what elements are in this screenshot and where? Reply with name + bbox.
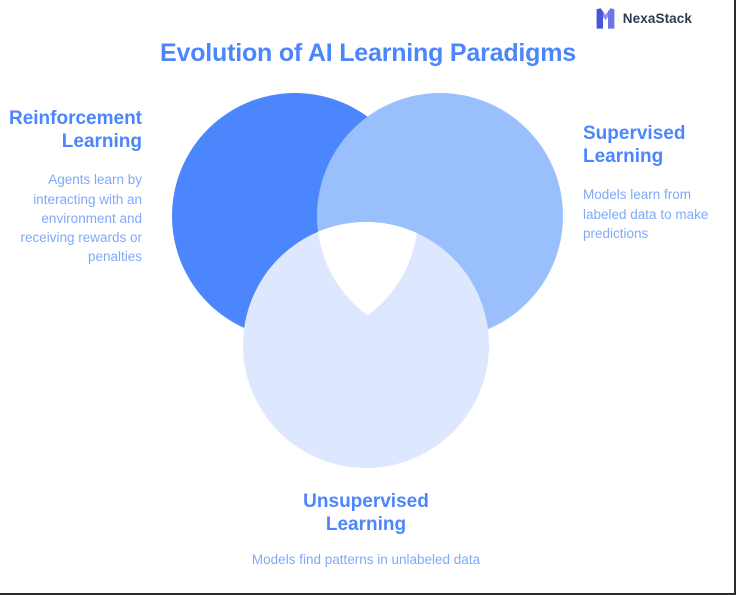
page-title: Evolution of AI Learning Paradigms: [160, 39, 576, 67]
venn-label-supervised-heading: Supervised Learning: [583, 122, 736, 168]
venn-label-reinforcement-heading-line1: Reinforcement: [8, 108, 142, 129]
venn-label-unsupervised-description: Models find patterns in unlabeled data: [251, 552, 481, 568]
venn-label-reinforcement-heading-line2: Learning: [61, 131, 142, 153]
venn-label-unsupervised: Unsupervised Learning Models find patter…: [243, 490, 489, 570]
brand-name: NexaStack: [622, 11, 692, 26]
venn-label-supervised-heading-line1: Supervised: [583, 123, 686, 144]
venn-label-unsupervised-heading-line1: Unsupervised: [303, 491, 429, 512]
venn-circle-unsupervised: [243, 222, 489, 468]
venn-label-reinforcement-description: Agents learn by interacting with an envi…: [20, 172, 142, 264]
venn-label-unsupervised-heading-line2: Learning: [325, 514, 407, 536]
nexastack-logo-icon: [596, 8, 615, 29]
venn-label-supervised-description: Models learn from labeled data to make p…: [583, 187, 709, 241]
venn-label-reinforcement-heading: Reinforcement Learning: [0, 107, 142, 153]
venn-label-reinforcement: Reinforcement Learning Agents learn by i…: [0, 107, 146, 266]
venn-label-unsupervised-heading: Unsupervised Learning: [243, 490, 489, 536]
venn-label-supervised: Supervised Learning Models learn from la…: [583, 122, 736, 243]
brand-logo: NexaStack: [596, 8, 692, 29]
venn-label-supervised-heading-line2: Learning: [583, 146, 664, 168]
